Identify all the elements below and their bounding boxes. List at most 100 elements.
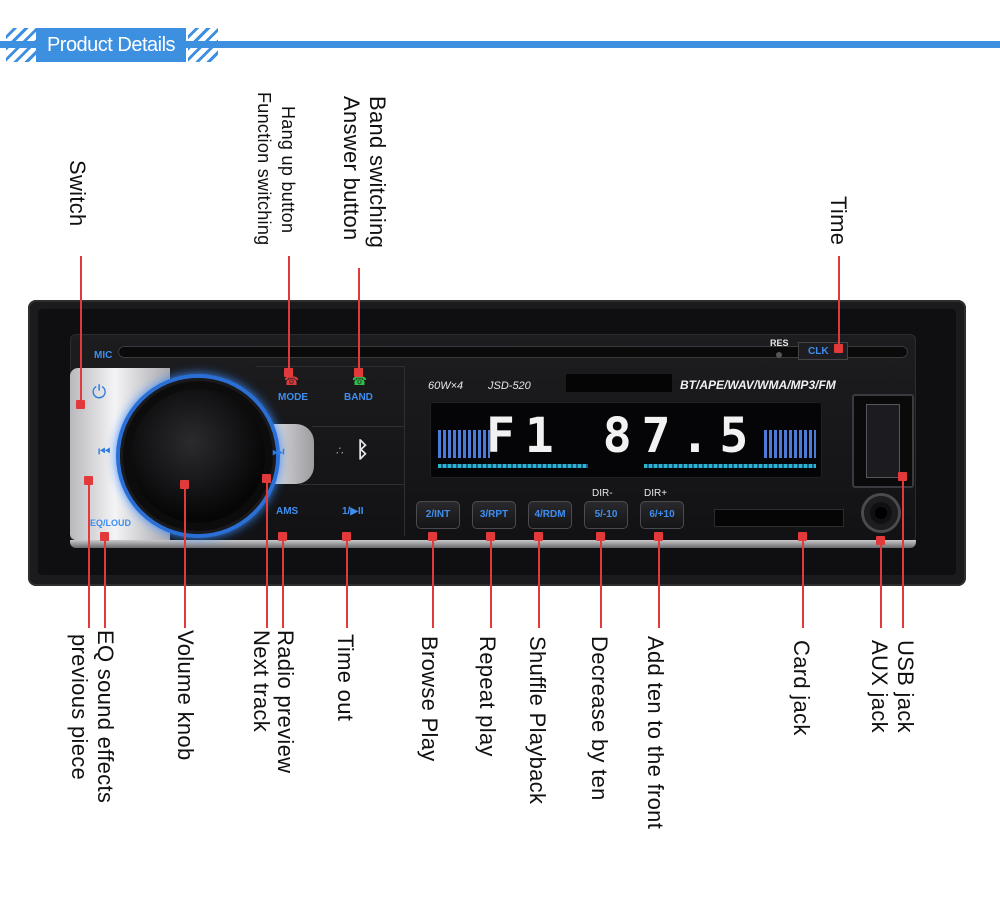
- preset-button-2[interactable]: 2/INT: [416, 501, 460, 529]
- separator: [300, 484, 404, 485]
- spectrum-line-left: [438, 464, 588, 468]
- marker-ams: [278, 532, 287, 541]
- aux-jack-hole: [875, 507, 887, 519]
- label-volume-knob: Volume knob: [173, 630, 199, 761]
- marker-rdm: [534, 532, 543, 541]
- leader-next: [266, 478, 268, 628]
- leader-band: [358, 268, 360, 372]
- leader-previous: [88, 478, 90, 628]
- mic-dots-icon: ∴: [336, 444, 344, 458]
- marker-time: [834, 344, 843, 353]
- label-answer-button: Answer button: [339, 96, 365, 241]
- band-button[interactable]: BAND: [344, 392, 373, 403]
- preset-button-6[interactable]: 6/+10: [640, 501, 684, 529]
- answer-icon: ☎: [352, 374, 367, 388]
- label-aux-jack: AUX jack: [867, 640, 893, 733]
- eq-loud-label[interactable]: EQ/LOUD: [90, 518, 132, 528]
- marker-plus-ten: [654, 532, 663, 541]
- leader-time: [838, 256, 840, 348]
- label-decrease-by-ten: Decrease by ten: [587, 636, 613, 801]
- res-hole[interactable]: [776, 352, 782, 358]
- next-track-icon[interactable]: ⏭: [272, 444, 285, 460]
- faceplate-edge: [70, 540, 916, 548]
- formats-label: BT/APE/WAV/WMA/MP3/FM: [680, 378, 836, 392]
- marker-minus-ten: [596, 532, 605, 541]
- label-repeat-play: Repeat play: [475, 636, 501, 757]
- play-pause-button[interactable]: 1/▶II: [342, 506, 364, 517]
- spectrum-line-right: [644, 464, 816, 468]
- leader-switch: [80, 256, 82, 404]
- volume-knob[interactable]: [131, 389, 265, 523]
- leader-ams: [282, 536, 284, 628]
- banner-stripes-right: [188, 28, 218, 62]
- ams-button[interactable]: AMS: [276, 506, 299, 517]
- leader-usb: [902, 476, 904, 628]
- dir-minus-label: DIR-: [592, 488, 613, 499]
- model-label: JSD-520: [488, 380, 531, 392]
- lcd-frequency-text: F1 87.5: [486, 408, 759, 464]
- ir-receiver-icon: ᛒ: [356, 438, 370, 463]
- separator: [256, 366, 404, 367]
- marker-play: [342, 532, 351, 541]
- display-band-box: [566, 374, 672, 392]
- marker-switch: [76, 400, 85, 409]
- card-slot: [714, 509, 844, 527]
- banner-title: Product Details: [36, 28, 186, 62]
- leader-mode: [288, 256, 290, 372]
- leader-volume: [184, 484, 186, 628]
- marker-volume: [180, 480, 189, 489]
- leader-rpt: [490, 536, 492, 628]
- power-rating-label: 60W×4: [428, 380, 464, 392]
- label-time: Time: [826, 196, 852, 246]
- leader-card: [802, 536, 804, 628]
- marker-card: [798, 532, 807, 541]
- leader-play: [346, 536, 348, 628]
- separator: [312, 426, 404, 427]
- clk-label: CLK: [808, 346, 829, 357]
- marker-usb: [898, 472, 907, 481]
- label-next-track: Next track: [249, 630, 275, 733]
- dir-plus-label: DIR+: [644, 488, 668, 499]
- marker-previous: [84, 476, 93, 485]
- label-add-ten: Add ten to the front: [643, 636, 669, 830]
- label-eq-sound-effects: EQ sound effects: [93, 630, 119, 804]
- label-previous-piece: previous piece: [67, 634, 93, 781]
- marker-next: [262, 474, 271, 483]
- label-usb-jack: USB jack: [893, 640, 919, 733]
- separator: [404, 366, 405, 536]
- cd-slot: [118, 346, 908, 358]
- label-shuffle-playback: Shuffle Playback: [525, 636, 551, 805]
- label-radio-preview: Radio preview: [273, 630, 299, 774]
- preset-button-3[interactable]: 3/RPT: [472, 501, 516, 529]
- leader-minus-ten: [600, 536, 602, 628]
- marker-rpt: [486, 532, 495, 541]
- hang-up-icon: ☎: [284, 374, 299, 388]
- leader-aux: [880, 540, 882, 628]
- label-hang-up: Hang up button: [277, 106, 298, 234]
- preset-button-5[interactable]: 5/-10: [584, 501, 628, 529]
- power-icon[interactable]: ⏻: [92, 382, 107, 403]
- label-band-switching: Band switching: [365, 96, 391, 249]
- label-time-out: Time out: [333, 634, 359, 722]
- eq-visualizer-right: [764, 418, 816, 458]
- leader-rdm: [538, 536, 540, 628]
- label-browse-play: Browse Play: [417, 636, 443, 762]
- mic-label: MIC: [94, 350, 113, 361]
- banner-stripes-left: [6, 28, 36, 62]
- marker-mode: [284, 368, 293, 377]
- leader-plus-ten: [658, 536, 660, 628]
- eq-visualizer-left: [438, 418, 490, 458]
- marker-aux: [876, 536, 885, 545]
- preset-button-4[interactable]: 4/RDM: [528, 501, 572, 529]
- marker-int: [428, 532, 437, 541]
- label-function-switching: Function switching: [253, 92, 274, 246]
- res-label: RES: [770, 338, 789, 348]
- usb-port: [866, 404, 900, 478]
- label-card-jack: Card jack: [789, 640, 815, 736]
- mode-button[interactable]: MODE: [278, 392, 308, 403]
- leader-eq: [104, 536, 106, 628]
- banner-line: [0, 41, 1000, 48]
- previous-track-icon[interactable]: ⏮: [98, 444, 111, 460]
- marker-band: [354, 368, 363, 377]
- leader-int: [432, 536, 434, 628]
